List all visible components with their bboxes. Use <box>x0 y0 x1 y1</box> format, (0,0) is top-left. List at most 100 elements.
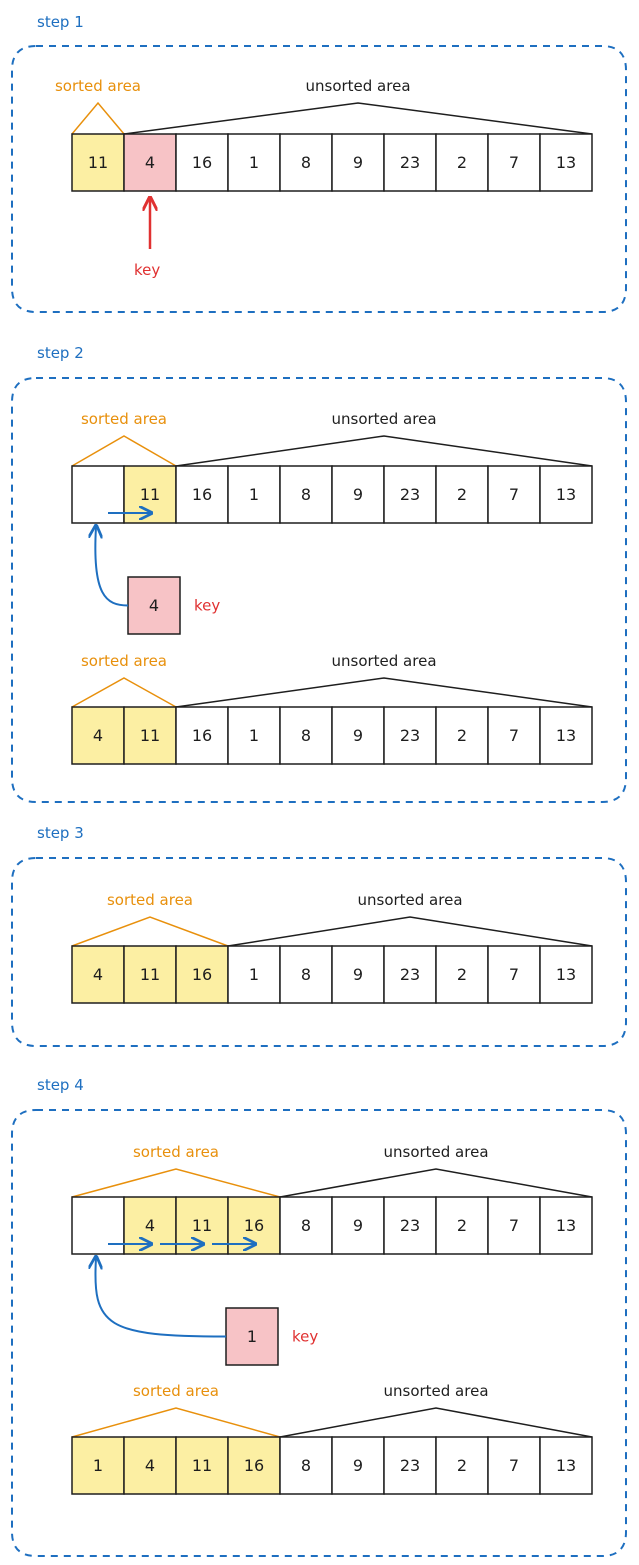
array-cell <box>279 706 333 765</box>
cell-value: 4 <box>93 726 103 745</box>
step-frame <box>11 857 627 1047</box>
step-title: step 3 <box>37 824 84 842</box>
array-cell <box>279 1436 333 1495</box>
cell-value: 16 <box>244 1456 264 1475</box>
cell-value: 9 <box>353 726 363 745</box>
cell-value: 2 <box>457 1456 467 1475</box>
array-cell <box>539 133 593 192</box>
cell-value: 9 <box>353 153 363 172</box>
cell-value: 13 <box>556 153 576 172</box>
cell-value: 1 <box>249 965 259 984</box>
key-box <box>127 576 181 635</box>
cell-value: 8 <box>301 965 311 984</box>
cell-value: 23 <box>400 153 420 172</box>
cell-value: 11 <box>140 965 160 984</box>
array-cell <box>331 1436 385 1495</box>
unsorted-area-label: unsorted area <box>305 77 410 95</box>
key-value: 4 <box>149 596 159 615</box>
array-cell <box>227 465 281 524</box>
array-cell <box>123 1436 177 1495</box>
cell-value: 16 <box>244 1216 264 1235</box>
array-cell <box>435 1196 489 1255</box>
array-cell <box>539 706 593 765</box>
cell-value: 4 <box>145 1456 155 1475</box>
unsorted-bracket <box>227 916 593 947</box>
cell-value: 2 <box>457 485 467 504</box>
cell-value: 16 <box>192 485 212 504</box>
cell-value: 11 <box>140 726 160 745</box>
sorted-area-label: sorted area <box>133 1382 219 1400</box>
step-title: step 4 <box>37 1076 84 1094</box>
cell-value: 9 <box>353 965 363 984</box>
cell-value: 7 <box>509 1456 519 1475</box>
array-cell <box>487 133 541 192</box>
cell-value: 16 <box>192 726 212 745</box>
array-cell <box>123 133 177 192</box>
cell-value: 9 <box>353 1216 363 1235</box>
array-cell <box>487 1196 541 1255</box>
cell-value: 8 <box>301 1456 311 1475</box>
array-cell <box>279 945 333 1004</box>
cell-value: 2 <box>457 153 467 172</box>
key-label: key <box>292 1328 318 1346</box>
cell-value: 9 <box>353 1456 363 1475</box>
array-cell <box>123 706 177 765</box>
cell-value: 2 <box>457 1216 467 1235</box>
cell-value: 9 <box>353 485 363 504</box>
sorted-area-label: sorted area <box>81 652 167 670</box>
cell-value: 23 <box>400 726 420 745</box>
sorted-area-label: sorted area <box>133 1143 219 1161</box>
cell-value: 2 <box>457 726 467 745</box>
sorted-bracket <box>71 1168 281 1198</box>
insert-arrow <box>95 527 129 607</box>
key-value: 1 <box>247 1327 257 1346</box>
array-cell <box>331 1196 385 1255</box>
array-cell <box>383 1196 437 1255</box>
array-cell <box>487 465 541 524</box>
cell-value: 8 <box>301 485 311 504</box>
unsorted-area-label: unsorted area <box>331 410 436 428</box>
sorted-area-label: sorted area <box>81 410 167 428</box>
unsorted-area-label: unsorted area <box>357 891 462 909</box>
cell-value: 23 <box>400 485 420 504</box>
cell-value: 13 <box>556 965 576 984</box>
array-cell <box>71 706 125 765</box>
array-cell <box>331 706 385 765</box>
step-title: step 2 <box>37 344 84 362</box>
sorted-bracket <box>71 435 177 467</box>
unsorted-bracket <box>279 1168 593 1198</box>
cell-value: 1 <box>249 153 259 172</box>
array-cell <box>227 945 281 1004</box>
array-cell <box>175 133 229 192</box>
cell-value: 11 <box>88 153 108 172</box>
unsorted-area-label: unsorted area <box>383 1143 488 1161</box>
sorted-bracket <box>71 916 229 947</box>
cell-value: 4 <box>145 1216 155 1235</box>
cell-value: 7 <box>509 726 519 745</box>
array-cell <box>539 1196 593 1255</box>
key-box <box>225 1307 279 1366</box>
cell-value: 11 <box>192 1216 212 1235</box>
unsorted-area-label: unsorted area <box>383 1382 488 1400</box>
cell-value: 4 <box>93 965 103 984</box>
cell-value: 7 <box>509 153 519 172</box>
cell-value: 1 <box>249 485 259 504</box>
sorted-area-label: sorted area <box>107 891 193 909</box>
cell-value: 23 <box>400 1456 420 1475</box>
array-cell <box>279 465 333 524</box>
unsorted-bracket <box>175 677 593 708</box>
step-frame <box>11 1109 627 1557</box>
cell-value: 1 <box>93 1456 103 1475</box>
array-cell <box>383 465 437 524</box>
cell-value: 11 <box>192 1456 212 1475</box>
array-cell <box>539 465 593 524</box>
cell-value: 1 <box>249 726 259 745</box>
array-cell <box>539 1436 593 1495</box>
array-cell <box>435 1436 489 1495</box>
